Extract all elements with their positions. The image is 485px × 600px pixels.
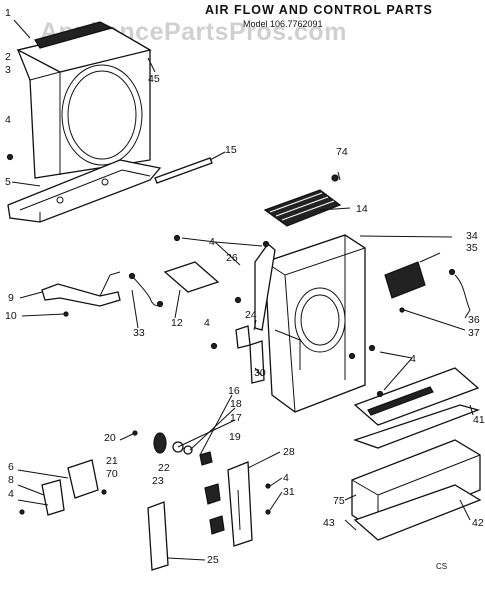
callout-25: 25 — [207, 554, 219, 566]
callout-6: 6 — [8, 461, 14, 473]
callout-15: 15 — [225, 144, 237, 156]
long-bracket-part — [147, 501, 169, 571]
knob-part — [132, 430, 213, 466]
housing-part — [263, 234, 367, 413]
callout-41: 41 — [473, 414, 485, 426]
wire-part — [128, 272, 164, 308]
callout-20: 20 — [104, 432, 116, 444]
rod-part — [154, 157, 213, 184]
callout-26: 26 — [226, 252, 238, 264]
callout-70: 70 — [106, 468, 118, 480]
callout-4: 4 — [5, 114, 11, 126]
callout-16: 16 — [228, 385, 240, 397]
rotary-switch-part — [204, 483, 225, 535]
plate-part — [163, 234, 270, 293]
front-frame-part — [16, 21, 152, 179]
callout-14: 14 — [356, 203, 368, 215]
trays-part — [351, 367, 482, 541]
callout-31: 31 — [283, 486, 295, 498]
callout-28: 28 — [283, 446, 295, 458]
callout-2: 2 — [5, 51, 11, 63]
callout-4: 4 — [410, 353, 416, 365]
callout-45: 45 — [148, 73, 160, 85]
callout-17: 17 — [230, 412, 242, 424]
callout-35: 35 — [466, 242, 478, 254]
diagram-title: AIR FLOW AND CONTROL PARTS — [205, 3, 433, 17]
callout-3: 3 — [5, 64, 11, 76]
callout-36: 36 — [468, 314, 480, 326]
capacitor-part — [19, 459, 107, 516]
corner-code: CS — [436, 562, 448, 571]
callout-10: 10 — [5, 310, 17, 322]
model-number: Model 106.7762091 — [243, 19, 323, 29]
control-plate-part — [227, 461, 271, 547]
small-brackets-part — [210, 325, 265, 384]
callout-4: 4 — [8, 488, 14, 500]
callout-24: 24 — [245, 309, 257, 321]
callout-30: 30 — [254, 367, 266, 379]
shaft-arm-part — [41, 271, 121, 317]
callout-8: 8 — [8, 474, 14, 486]
leader-lines — [11, 19, 474, 561]
callout-18: 18 — [230, 398, 242, 410]
callout-23: 23 — [152, 475, 164, 487]
callout-37: 37 — [468, 327, 480, 339]
callout-34: 34 — [466, 230, 478, 242]
callout-21: 21 — [106, 455, 118, 467]
callout-5: 5 — [5, 176, 11, 188]
switch-part — [384, 261, 471, 313]
callout-22: 22 — [158, 462, 170, 474]
callout-43: 43 — [323, 517, 335, 529]
callout-75: 75 — [333, 495, 345, 507]
callout-12: 12 — [171, 317, 183, 329]
callout-42: 42 — [472, 517, 484, 529]
callout-74: 74 — [336, 146, 348, 158]
screws — [6, 153, 384, 398]
base-pan-part — [7, 159, 162, 223]
callout-1: 1 — [5, 7, 11, 19]
callout-33: 33 — [133, 327, 145, 339]
callout-19: 19 — [229, 431, 241, 443]
callout-4: 4 — [283, 472, 289, 484]
callout-9: 9 — [8, 292, 14, 304]
callout-4: 4 — [204, 317, 210, 329]
filter-part — [263, 174, 342, 227]
callout-4: 4 — [209, 236, 215, 248]
